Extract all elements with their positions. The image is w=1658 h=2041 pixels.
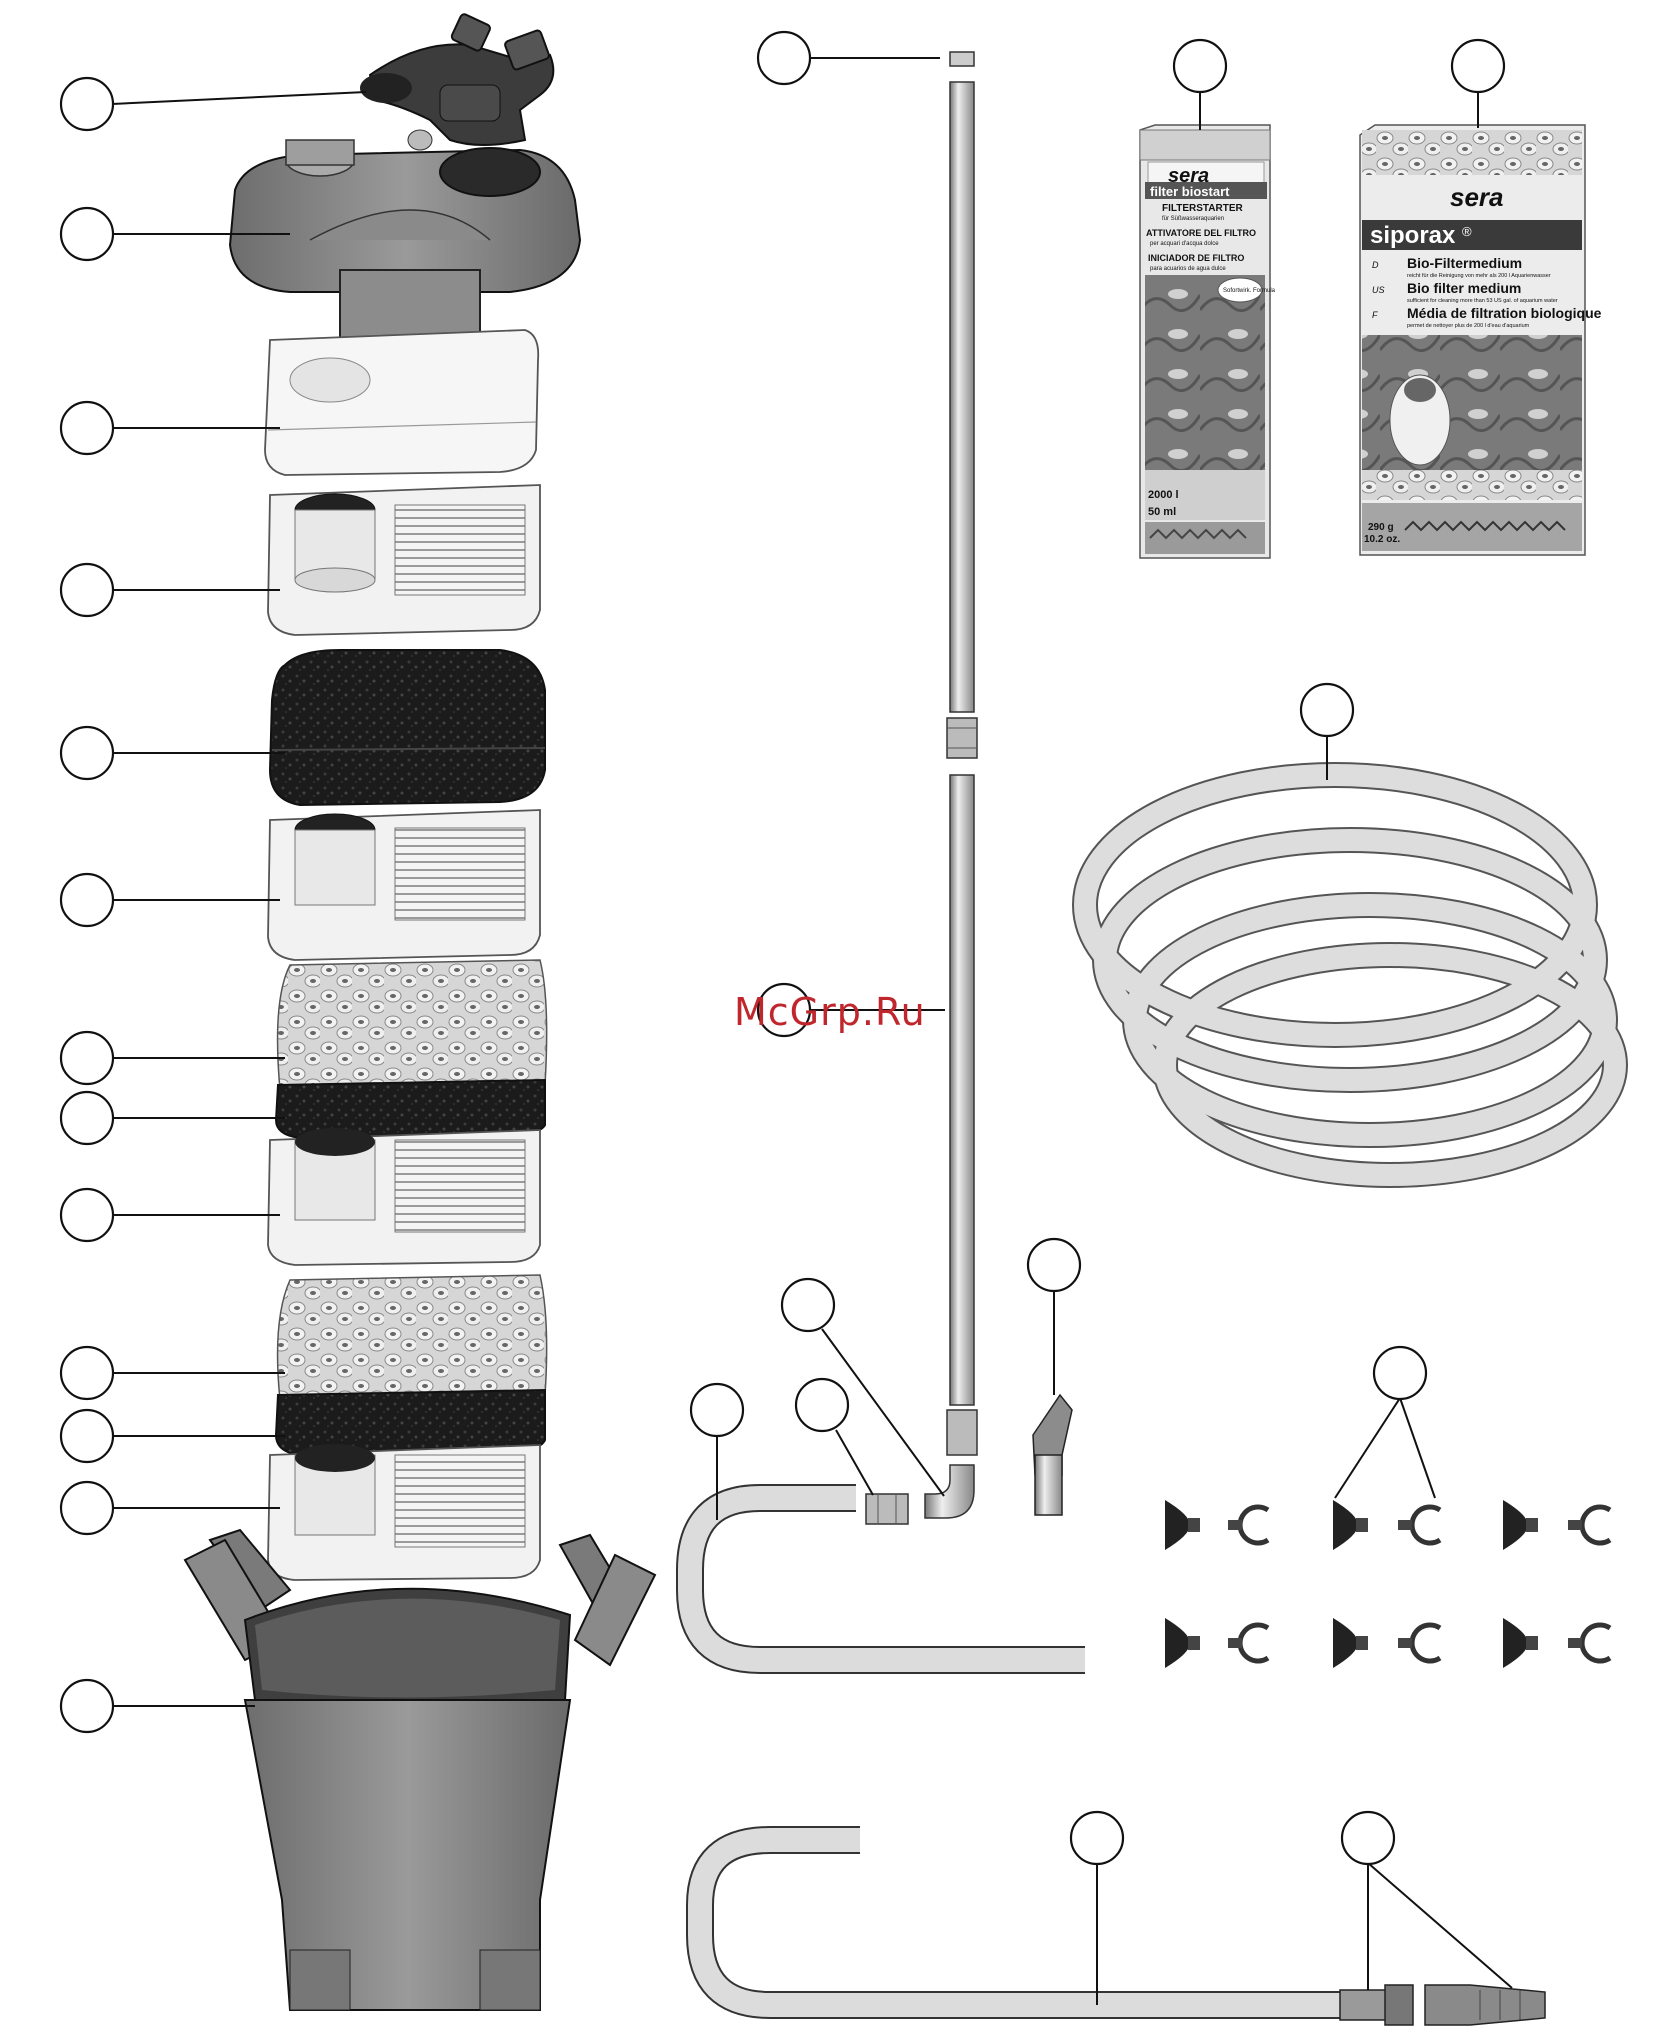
callout-marker-9 (59, 1187, 115, 1243)
outflow-nozzle (1032, 1393, 1073, 1516)
callout-marker-19 (1026, 1237, 1082, 1293)
suction-cup-6 (1503, 1618, 1538, 1668)
siporax-layer-2 (274, 1274, 548, 1457)
biostart-line1: FILTERSTARTER (1162, 203, 1244, 214)
callout-marker-8 (59, 1090, 115, 1146)
fleece-pad (264, 329, 540, 476)
callout-marker-13 (59, 1678, 115, 1734)
callout-marker-5 (59, 725, 115, 781)
callout-marker-15 (756, 982, 812, 1038)
callout-marker-20 (780, 1277, 836, 1333)
filter-basket-2 (267, 809, 541, 961)
siporax-f-sub: permet de nettoyer plus de 200 l d'eau d… (1407, 323, 1530, 329)
siporax-de-sub: reicht für die Reinigung von mehr als 20… (1407, 273, 1551, 279)
callout-marker-10 (59, 1345, 115, 1401)
siporax-package: sera siporax ® D Bio-Filtermedium reicht… (1359, 124, 1602, 556)
biostart-brand: sera (1168, 165, 1209, 187)
siporax-reg: ® (1462, 224, 1472, 239)
coiled-hose (1072, 762, 1628, 1188)
biostart-line3-sub: para acuarios de agua dulce (1150, 266, 1226, 272)
biostart-badge: Sofortwirk. Formula (1223, 288, 1276, 294)
filter-basket-1 (267, 484, 541, 636)
biostart-line1-sub: für Süßwasseraquarien (1162, 216, 1224, 222)
valve-block (360, 13, 555, 146)
callout-marker-23 (794, 1377, 850, 1433)
biostart-volume-small: 2000 l (1148, 489, 1179, 501)
siporax-us-sub: sufficient for cleaning more than 53 US … (1407, 298, 1558, 304)
coarse-sponge (268, 649, 546, 807)
callout-marker-11 (59, 1408, 115, 1464)
callout-leaders (111, 57, 1513, 2005)
rigid-tube-upper (924, 51, 978, 1519)
suction-cups (1165, 1500, 1612, 1668)
hose-clip-5 (1409, 1622, 1442, 1664)
hose-clip-6 (1579, 1622, 1612, 1664)
callout-marker-17 (1450, 38, 1506, 94)
tube-connector (865, 1493, 909, 1525)
callout-marker-21 (1372, 1345, 1428, 1401)
siporax-us-label: US (1372, 285, 1385, 295)
hose-clip-2 (1409, 1504, 1442, 1546)
callout-marker-7 (59, 1030, 115, 1086)
suction-cup-5 (1333, 1618, 1368, 1668)
callout-marker-4 (59, 562, 115, 618)
siporax-f-title: Média de filtration biologique (1407, 305, 1602, 321)
siporax-de-title: Bio-Filtermedium (1407, 255, 1522, 271)
biostart-line3: INICIADOR DE FILTRO (1148, 253, 1244, 263)
siporax-us-title: Bio filter medium (1407, 280, 1521, 296)
filter-basket-4 (267, 1444, 541, 1581)
watermark: McGrp.Ru (734, 990, 926, 1034)
siporax-weight: 290 g (1368, 522, 1394, 533)
callout-marker-2 (59, 206, 115, 262)
intake-u-tube (676, 1484, 1085, 1674)
suction-cup-4 (1165, 1618, 1200, 1668)
suction-cup-1 (1165, 1500, 1200, 1550)
hose-clip-1 (1237, 1504, 1270, 1546)
callout-marker-6 (59, 872, 115, 928)
biostart-line2-sub: per acquari d'acqua dolce (1150, 241, 1219, 247)
filter-lid (228, 129, 582, 401)
hose-clip-3 (1579, 1504, 1612, 1546)
callout-marker-1 (59, 76, 115, 132)
siporax-f-label: F (1372, 310, 1378, 320)
siporax-name: siporax (1370, 222, 1456, 249)
callout-marker-22 (689, 1382, 745, 1438)
callout-marker-12 (59, 1480, 115, 1536)
siporax-brand: sera (1450, 182, 1504, 212)
biostart-package: sera filter biostart FILTERSTARTER für S… (1139, 124, 1276, 559)
filter-basket-3 (267, 1128, 541, 1266)
biostart-line2: ATTIVATORE DEL FILTRO (1146, 228, 1256, 238)
callout-marker-14 (756, 30, 812, 86)
siporax-weight-imperial: 10.2 oz. (1364, 534, 1400, 545)
siporax-layer-1 (274, 959, 548, 1140)
intake-j-tube (686, 1826, 1340, 2019)
callout-marker-24 (1069, 1810, 1125, 1866)
intake-strainer (1339, 1984, 1546, 2026)
callout-marker-3 (59, 400, 115, 456)
biostart-volume: 50 ml (1148, 506, 1176, 518)
suction-cup-3 (1503, 1500, 1538, 1550)
callout-marker-25 (1340, 1810, 1396, 1866)
biostart-name: filter biostart (1150, 184, 1230, 199)
canister-body (183, 1528, 657, 2011)
callout-markers (59, 30, 1506, 1866)
hose-clip-4 (1237, 1622, 1270, 1664)
suction-cup-2 (1333, 1500, 1368, 1550)
siporax-de-label: D (1372, 260, 1379, 270)
callout-marker-16 (1172, 38, 1228, 94)
callout-marker-18 (1299, 682, 1355, 738)
